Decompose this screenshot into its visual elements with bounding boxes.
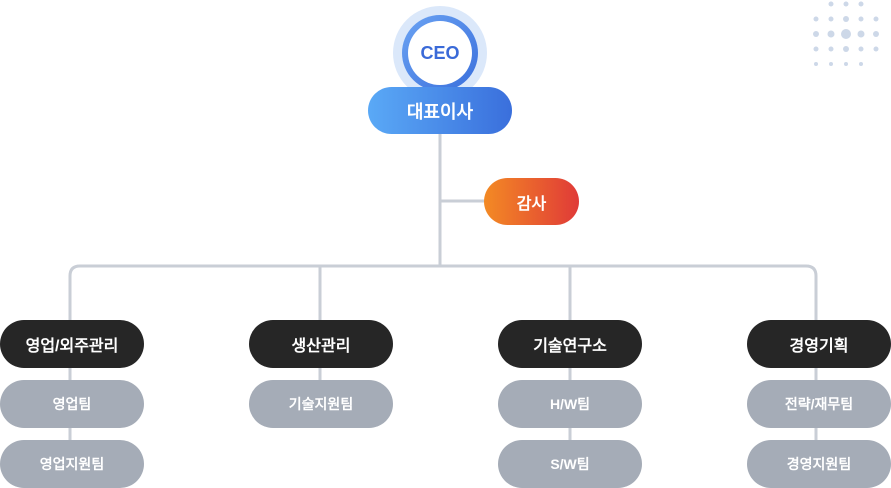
dept-production: 생산관리 [249,320,393,368]
dept-research-lab: 기술연구소 [498,320,642,368]
dept-sales-outsourcing: 영업/외주관리 [0,320,144,368]
ceo-badge: CEO [408,21,472,85]
team-management-support: 경영지원팀 [747,440,891,488]
team-hardware: H/W팀 [498,380,642,428]
team-software: S/W팀 [498,440,642,488]
team-strategy-finance: 전략/재무팀 [747,380,891,428]
dept-management-planning: 경영기획 [747,320,891,368]
team-tech-support: 기술지원팀 [249,380,393,428]
team-sales: 영업팀 [0,380,144,428]
ceo-title-node: 대표이사 [368,87,512,134]
team-sales-support: 영업지원팀 [0,440,144,488]
audit-node: 감사 [484,178,579,225]
